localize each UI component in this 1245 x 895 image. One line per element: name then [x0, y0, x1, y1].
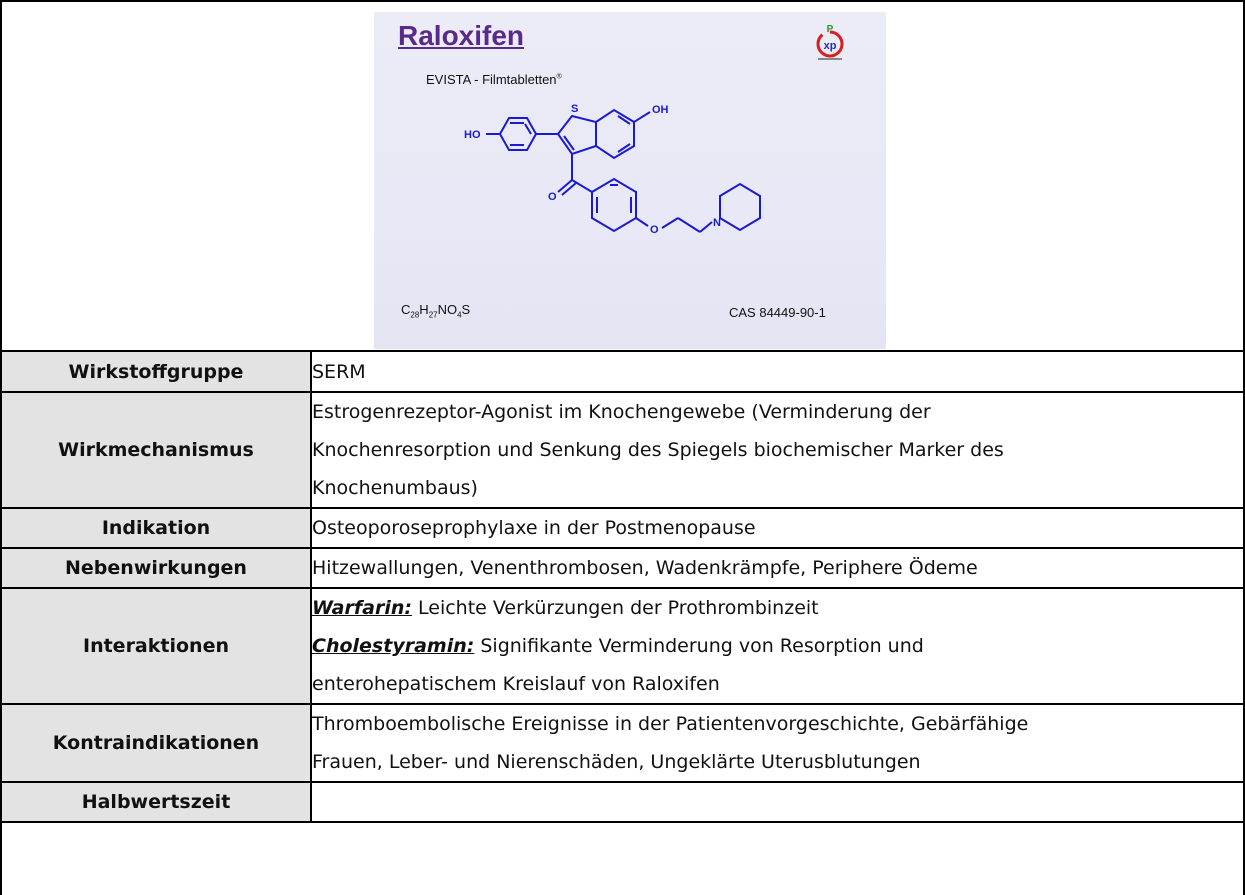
table-row: Wirkstoffgruppe SERM: [2, 352, 1243, 393]
row-label: Wirkmechanismus: [2, 391, 312, 509]
table-row: Wirkmechanismus Estrogenrezeptor-Agonist…: [2, 391, 1243, 509]
row-label: Nebenwirkungen: [2, 547, 312, 589]
drug-properties-table: Wirkstoffgruppe SERM Wirkmechanismus Est…: [2, 352, 1243, 823]
sulfur-atom: S: [571, 103, 578, 115]
svg-text:xp: xp: [824, 40, 837, 52]
cas-number: CAS 84449-90-1: [729, 305, 826, 320]
row-value: Osteoporoseprophylaxe in der Postmenopau…: [310, 507, 1243, 549]
row-label: Wirkstoffgruppe: [2, 352, 312, 393]
row-value: SERM: [310, 352, 1243, 393]
row-label: Halbwertszeit: [2, 781, 312, 823]
row-value: [310, 781, 1243, 823]
row-label: Kontraindikationen: [2, 703, 312, 783]
structure-image-row: Raloxifen P xp EVISTA - Filmtabletten®: [2, 2, 1243, 352]
ether-oxygen-atom: O: [650, 224, 659, 236]
row-value: Hitzewallungen, Venenthrombosen, Wadenkr…: [310, 547, 1243, 589]
row-value: Warfarin: Leichte Verkürzungen der Proth…: [310, 587, 1243, 705]
raloxifen-structure-diagram: S OH HO O O N: [464, 103, 761, 236]
xp-logo-icon: P xp: [816, 24, 844, 60]
row-value: Thromboembolische Ereignisse in der Pati…: [310, 703, 1243, 783]
svg-text:P: P: [827, 24, 834, 35]
nitrogen-atom: N: [713, 217, 721, 229]
table-row: Interaktionen Warfarin: Leichte Verkürzu…: [2, 587, 1243, 705]
brand-name: EVISTA - Filmtabletten®: [426, 72, 562, 87]
table-row: Indikation Osteoporoseprophylaxe in der …: [2, 507, 1243, 549]
row-label: Interaktionen: [2, 587, 312, 705]
molecular-formula: C28H27NO4S: [401, 302, 471, 320]
table-row: Halbwertszeit: [2, 781, 1243, 823]
row-value: Estrogenrezeptor-Agonist im Knochengeweb…: [310, 391, 1243, 509]
hydroxy-atom-left: HO: [464, 129, 481, 141]
row-label: Indikation: [2, 507, 312, 549]
table-row: Nebenwirkungen Hitzewallungen, Venenthro…: [2, 547, 1243, 589]
keto-oxygen-atom: O: [548, 191, 557, 203]
interaction-keyword: Cholestyramin:: [312, 635, 475, 657]
drug-title: Raloxifen: [398, 20, 525, 51]
hydroxy-atom-right: OH: [652, 104, 669, 116]
interaction-keyword: Warfarin:: [312, 597, 412, 619]
table-row: Kontraindikationen Thromboembolische Ere…: [2, 703, 1243, 783]
structure-slide: Raloxifen P xp EVISTA - Filmtabletten®: [374, 12, 886, 349]
